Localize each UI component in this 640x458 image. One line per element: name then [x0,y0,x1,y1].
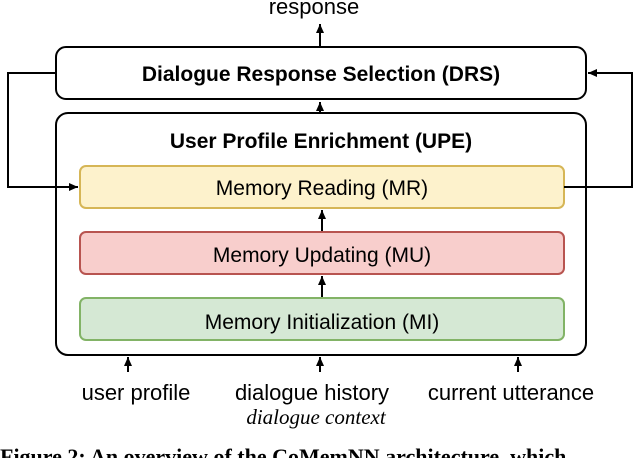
dialogue-context-label: dialogue context [246,405,387,429]
upe-label: User Profile Enrichment (UPE) [170,130,472,153]
user-profile-label: user profile [82,380,191,405]
mu-box [79,231,565,275]
response-label: response [269,0,360,19]
current-utterance-label: current utterance [428,380,594,405]
loop-mr-to-drs-right [564,69,633,188]
drs-label: Dialogue Response Selection (DRS) [142,63,500,86]
mu-label: Memory Updating (MU) [213,244,431,267]
mi-box [79,297,565,341]
dialogue-history-label: dialogue history [235,380,389,405]
mi-label: Memory Initialization (MI) [205,311,440,334]
figure-caption: Figure 2: An overview of the CoMemNN arc… [0,444,566,458]
mr-label: Memory Reading (MR) [216,177,428,200]
loop-drs-to-mr-left [7,72,78,191]
